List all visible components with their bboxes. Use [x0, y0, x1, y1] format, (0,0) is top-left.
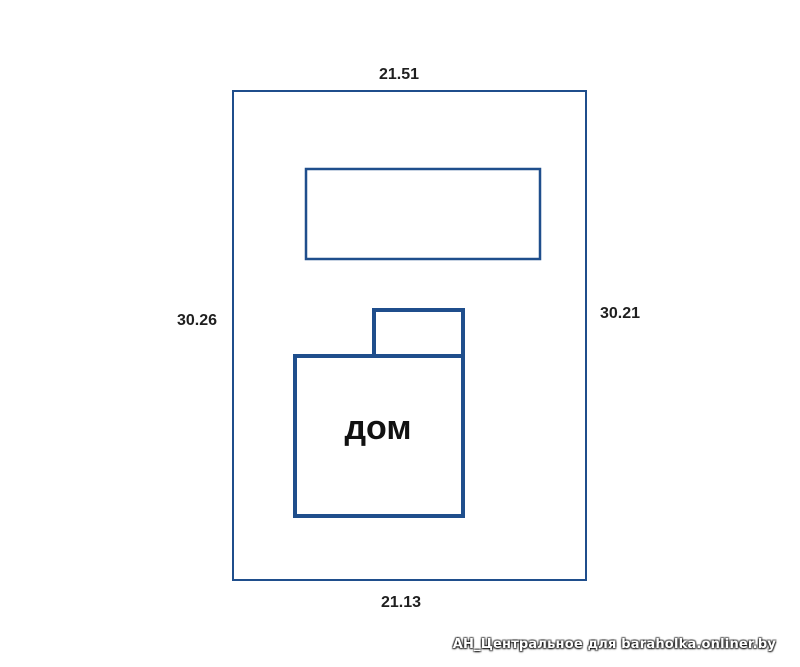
house-outline: [293, 354, 465, 518]
plot-boundary: [232, 90, 587, 581]
bottom-dimension-label: 21.13: [381, 594, 421, 611]
house-label: дом: [344, 409, 411, 447]
top-dimension-label: 21.51: [379, 66, 419, 83]
left-dimension-label: 30.26: [177, 312, 217, 329]
right-dimension-label: 30.21: [600, 305, 640, 322]
watermark: АН_Центральное для baraholka.onliner.by: [452, 637, 776, 652]
house-extension-outline: [372, 308, 465, 356]
outbuilding-outline: [304, 167, 542, 261]
